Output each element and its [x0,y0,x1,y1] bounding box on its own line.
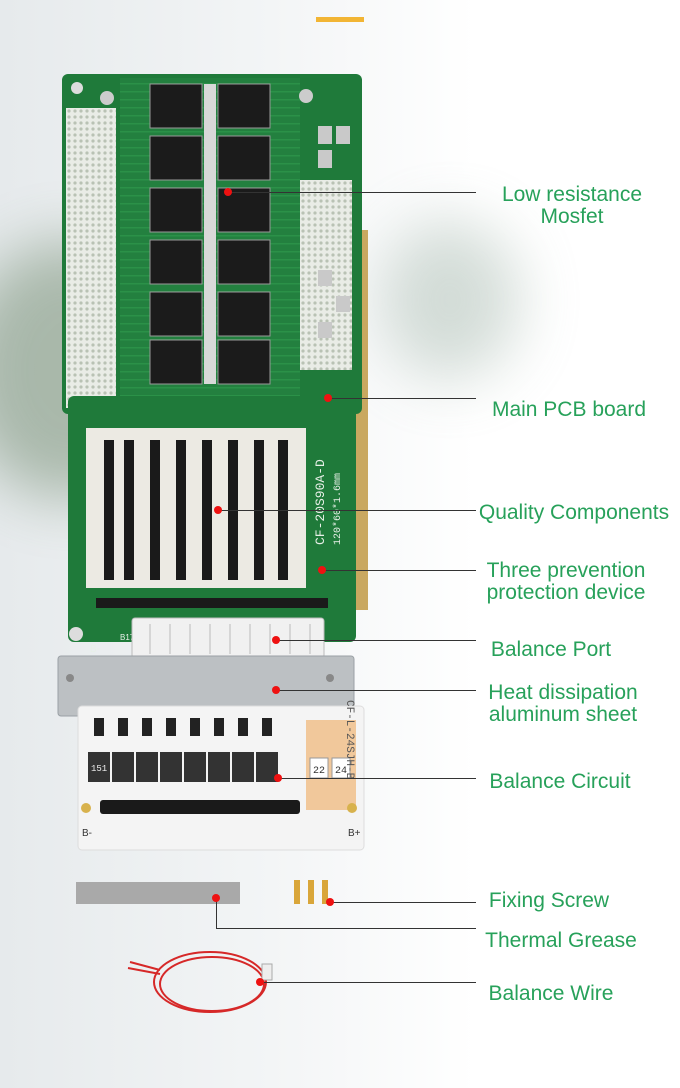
balance-board [77,705,365,851]
main-pcb [68,396,356,642]
label-heat: Heat dissipation aluminum sheet [478,682,648,726]
main-b-minus-text: B- [90,644,100,655]
board-model-text: CF-20S90A-D [313,459,328,545]
label-three-prev: Three prevention protection device [478,560,654,604]
marker-balance-circuit [274,774,282,782]
leader-heat [276,690,476,691]
accent-bar [316,17,364,22]
balance-b-minus-text: B- [82,828,92,839]
leader-balance-wire [260,982,476,983]
balance-port-connector [131,617,325,659]
leader-balance-port [276,640,476,641]
sub-model-text: CF-L-24SJH-B [343,700,355,780]
leader-mosfet [228,192,476,193]
leader-quality [218,510,476,511]
label-mosfet-line2: Mosfet [540,205,604,228]
connector-pins [149,624,311,654]
background-blur-plant-right [380,220,520,380]
marker-main-pcb [324,394,332,402]
marker-heat [272,686,280,694]
label-fixing-screw: Fixing Screw [488,889,610,912]
leader-thermal-grease [216,928,476,929]
balance-wire-bundle [127,951,267,1013]
solder-pad-left [66,108,116,408]
fixing-screws [294,880,328,904]
marker-fixing-screw [326,898,334,906]
mosfet-heat-bar [204,84,216,384]
label-heat-line1: Heat dissipation [488,681,638,704]
side-capacitors [318,126,350,338]
mosfet-array [149,83,271,385]
leader-three-prev [322,570,476,571]
leader-thermal-vertical [216,898,217,928]
label-thermal-grease: Thermal Grease [485,929,637,952]
marker-quality [214,506,222,514]
marker-balance-wire [256,978,264,986]
leader-main-pcb [328,398,476,399]
marker-three-prev [318,566,326,574]
label-mosfet: Low resistance Mosfet [486,184,658,228]
label-heat-line2: aluminum sheet [488,703,638,726]
label-quality: Quality Components [478,501,670,524]
leader-fixing-screw [330,902,476,903]
label-balance-circuit: Balance Circuit [489,770,631,793]
label-mosfet-line1: Low resistance [501,183,643,206]
resistor-code-text: 151 [91,764,107,774]
board-size-text: 120*60*1.6mm [332,473,344,545]
balance-wire-plug [261,963,273,981]
label-balance-wire: Balance Wire [488,982,614,1005]
balance-num-22: 22 [313,766,325,777]
marker-mosfet [224,188,232,196]
label-three-prev-line2: protection device [486,581,646,604]
marker-thermal-grease [212,894,220,902]
thermal-grease-pad [76,882,240,904]
label-main-pcb: Main PCB board [491,398,647,421]
marker-balance-port [272,636,280,644]
leader-balance-circuit [278,778,476,779]
balance-b-plus-text: B+ [348,828,361,839]
label-three-prev-line1: Three prevention [486,559,646,582]
balance-num-24: 24 [335,766,347,777]
pin-text: B17 [120,633,135,642]
label-balance-port: Balance Port [490,638,612,661]
